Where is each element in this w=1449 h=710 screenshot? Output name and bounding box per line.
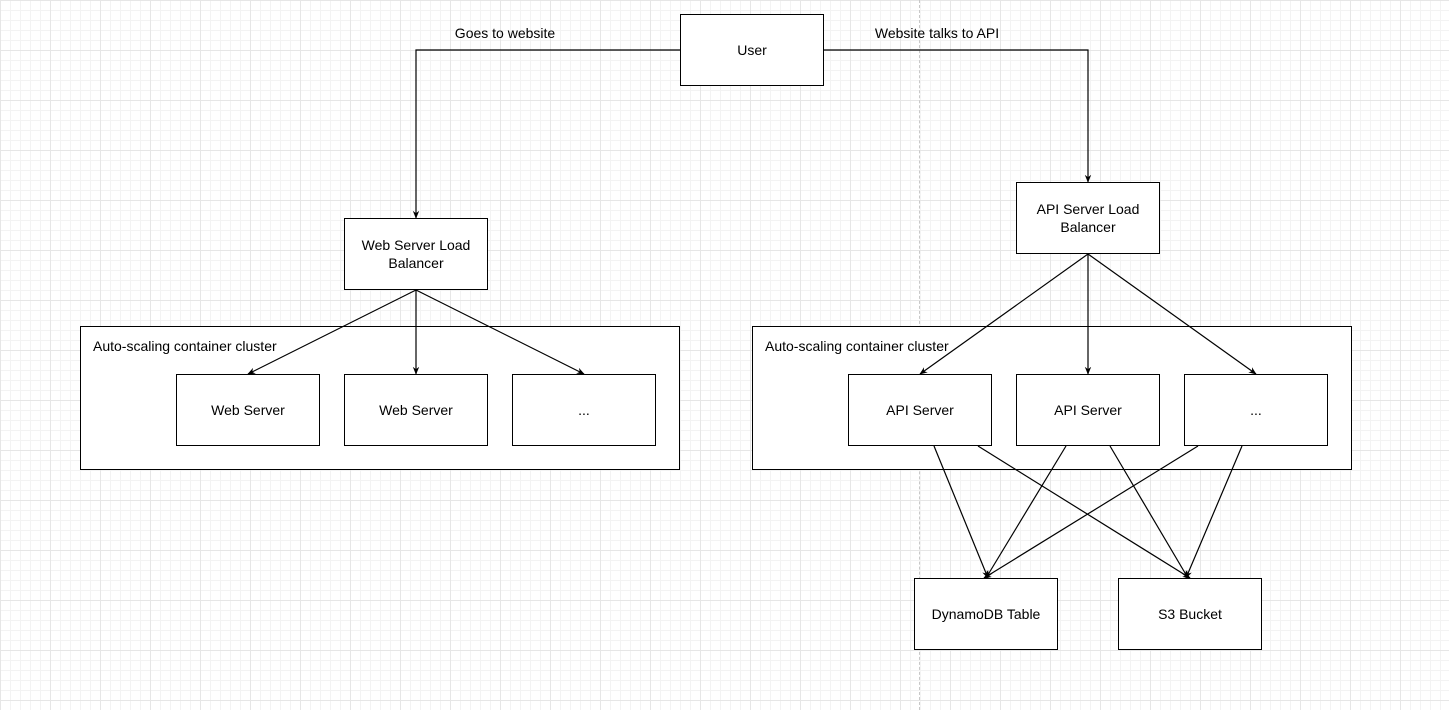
api-server-node-2-label: API Server [1054, 402, 1122, 418]
api-cluster-label: Auto-scaling container cluster [765, 338, 949, 354]
edge-api-server-2-to-s3[interactable] [1109, 445, 1189, 579]
web-server-node-2[interactable]: Web Server [344, 374, 488, 446]
api-server-node-3[interactable]: ... [1184, 374, 1328, 446]
edge-label-goes-to-website: Goes to website [454, 25, 556, 41]
edge-label-website-talks-to-api: Website talks to API [874, 25, 1000, 41]
edge-api-lb-to-api-server-1[interactable] [919, 253, 1089, 375]
edge-api-server-1-to-s3[interactable] [977, 445, 1191, 579]
edge-api-lb-to-api-server-3[interactable] [1087, 253, 1257, 375]
api-server-node-1[interactable]: API Server [848, 374, 992, 446]
api-server-node-1-label: API Server [886, 402, 954, 418]
web-server-load-balancer-node[interactable]: Web Server Load Balancer [344, 218, 488, 290]
web-server-node-1[interactable]: Web Server [176, 374, 320, 446]
s3-bucket-node[interactable]: S3 Bucket [1118, 578, 1262, 650]
web-server-node-3[interactable]: ... [512, 374, 656, 446]
edge-api-server-3-to-dynamodb[interactable] [983, 445, 1199, 579]
web-server-node-2-label: Web Server [379, 402, 453, 418]
api-server-node-2[interactable]: API Server [1016, 374, 1160, 446]
web-cluster-label: Auto-scaling container cluster [93, 338, 277, 354]
edge-user-to-web-lb[interactable] [412, 49, 680, 219]
edge-api-server-3-to-s3[interactable] [1185, 445, 1243, 579]
dynamodb-table-node[interactable]: DynamoDB Table [914, 578, 1058, 650]
edge-user-to-api-lb[interactable] [824, 49, 1092, 183]
edge-web-lb-to-web-server-3[interactable] [415, 289, 585, 375]
edge-web-lb-to-web-server-1[interactable] [247, 289, 417, 375]
web-server-node-3-label: ... [578, 402, 590, 418]
api-server-load-balancer-label: API Server Load Balancer [1036, 201, 1140, 235]
web-server-load-balancer-label: Web Server Load Balancer [361, 237, 471, 271]
user-node-label: User [737, 42, 767, 58]
edge-api-server-2-to-dynamodb[interactable] [985, 445, 1067, 579]
edge-api-server-1-to-dynamodb[interactable] [933, 445, 989, 579]
dynamodb-table-label: DynamoDB Table [931, 606, 1041, 622]
s3-bucket-label: S3 Bucket [1158, 606, 1222, 622]
api-server-load-balancer-node[interactable]: API Server Load Balancer [1016, 182, 1160, 254]
api-server-node-3-label: ... [1250, 402, 1262, 418]
web-server-node-1-label: Web Server [211, 402, 285, 418]
user-node[interactable]: User [680, 14, 824, 86]
